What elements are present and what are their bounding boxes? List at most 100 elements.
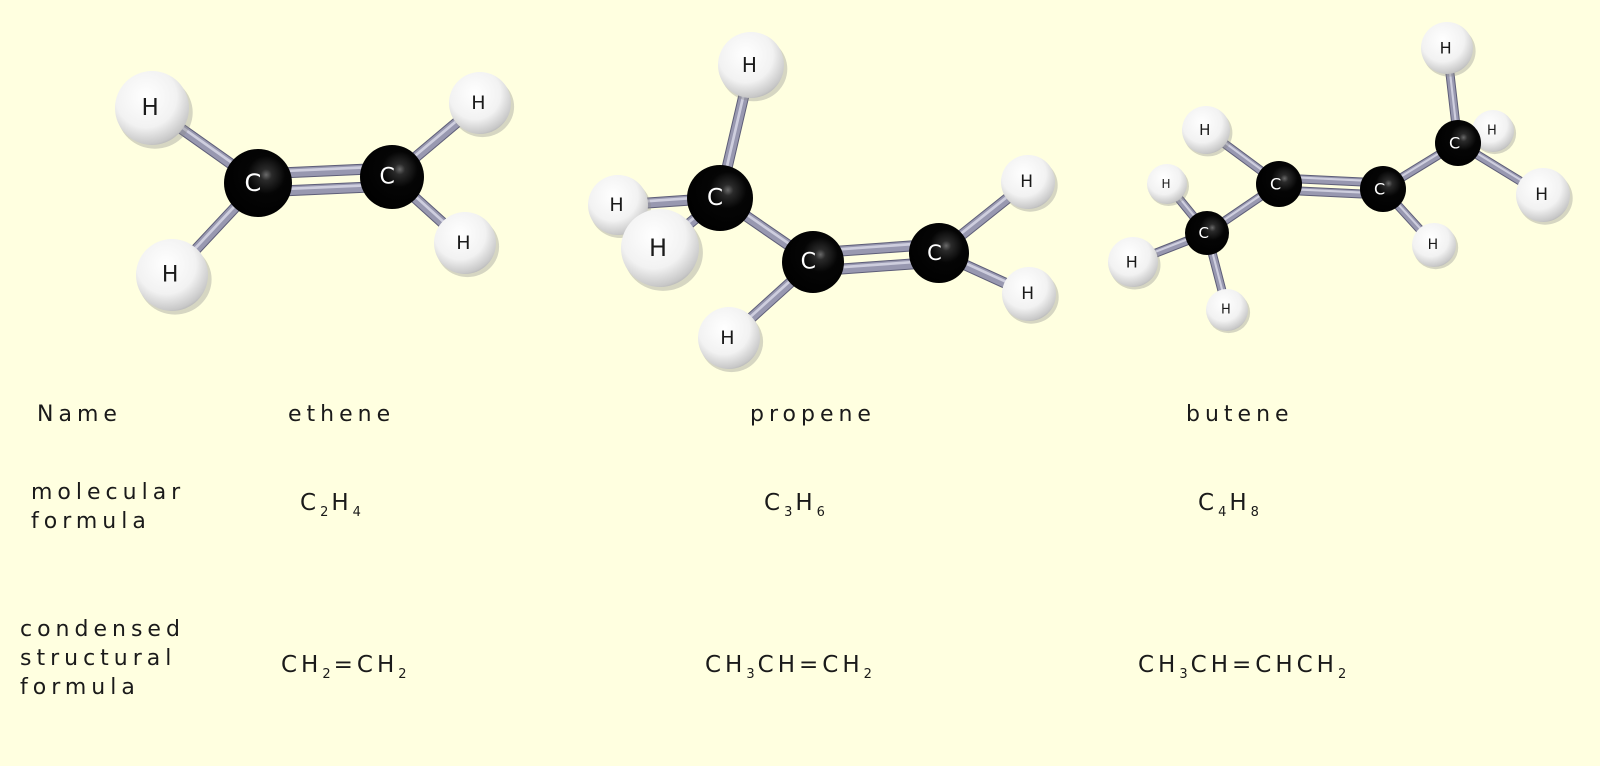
formula-text: C — [764, 490, 785, 516]
svg-text:H: H — [649, 234, 667, 262]
formula-text: CH — [281, 652, 323, 678]
formula-subscript: 2 — [1337, 667, 1350, 682]
formula-subscript: 3 — [784, 505, 796, 520]
svg-text:H: H — [1020, 172, 1033, 192]
carbon-atom: C — [687, 165, 753, 231]
svg-text:H: H — [456, 232, 470, 254]
svg-text:H: H — [1440, 39, 1452, 58]
svg-text:H: H — [1161, 177, 1170, 191]
row-label-molecular-formula: molecular formula — [31, 478, 185, 536]
formula-subscript: 3 — [746, 667, 758, 682]
row-label-line: condensed — [20, 617, 185, 642]
formula-subscript: 4 — [1218, 505, 1230, 520]
formula-subscript: 2 — [863, 667, 875, 682]
carbon-atom: C — [1256, 161, 1302, 207]
row-label-line: structural — [20, 646, 177, 671]
molecule-name-butene: butene — [1186, 402, 1294, 427]
carbon-atom: C — [1435, 120, 1481, 166]
hydrogen-atom: H — [1472, 110, 1517, 155]
svg-text:H: H — [1535, 185, 1548, 205]
molecule-name-ethene: ethene — [288, 402, 396, 427]
formula-subscript: 6 — [816, 505, 828, 520]
formula-subscript: 3 — [1179, 667, 1191, 682]
svg-text:C: C — [380, 165, 395, 190]
svg-text:C: C — [245, 169, 262, 197]
hydrogen-atom: H — [621, 209, 703, 291]
formula-text: CH — [1138, 652, 1180, 678]
formula-subscript: 8 — [1250, 505, 1262, 520]
row-label-line: formula — [31, 509, 151, 534]
bonds — [1128, 43, 1548, 315]
row-label-condensed-structural-formula: condensed structural formula — [20, 615, 185, 702]
svg-text:H: H — [1487, 124, 1497, 139]
formula-subscript: 2 — [398, 667, 410, 682]
row-label-line: molecular — [31, 480, 186, 505]
hydrogen-atom: H — [1182, 106, 1233, 157]
svg-text:C: C — [1270, 175, 1281, 194]
svg-text:H: H — [471, 92, 485, 114]
formula-text: CH=CHCH — [1190, 652, 1338, 678]
propene-molecule-model: H H H H H H C C C — [588, 32, 1059, 373]
formula-subscript: 4 — [352, 505, 364, 520]
formula-text: C — [1198, 490, 1219, 516]
bonds — [612, 59, 1035, 344]
hydrogen-atom: H — [1516, 168, 1573, 225]
carbon-atom: C — [224, 149, 292, 217]
hydrogen-atom: H — [1421, 22, 1476, 77]
hydrogen-atom: H — [1001, 155, 1058, 212]
svg-text:H: H — [1021, 284, 1034, 304]
svg-text:C: C — [927, 241, 942, 265]
hydrogen-atom: H — [1206, 289, 1251, 334]
svg-text:H: H — [720, 327, 734, 349]
carbon-atom: C — [360, 145, 424, 209]
hydrogen-atom: H — [698, 307, 764, 373]
formula-subscript: 2 — [322, 667, 334, 682]
hydrogen-atom: H — [434, 212, 500, 278]
carbon-atom: C — [1360, 166, 1406, 212]
hydrogen-atom: H — [1412, 223, 1459, 270]
svg-text:H: H — [742, 53, 757, 77]
hydrogen-atom: H — [1147, 164, 1189, 206]
hydrogen-atom: H — [718, 32, 788, 102]
svg-text:H: H — [1428, 237, 1439, 253]
molecular-formula-ethene: C2H4 — [300, 490, 364, 519]
svg-text:H: H — [162, 263, 179, 288]
formula-text: H — [331, 490, 353, 516]
carbon-atom: C — [909, 223, 969, 283]
svg-text:H: H — [609, 194, 623, 216]
hydrogen-atom: H — [1002, 267, 1059, 324]
condensed-formula-butene: CH3CH=CHCH2 — [1138, 652, 1349, 681]
svg-text:C: C — [707, 185, 723, 211]
molecular-formula-propene: C3H6 — [764, 490, 828, 519]
svg-text:H: H — [1221, 303, 1231, 318]
formula-text: =CH — [333, 652, 399, 678]
row-label-name: Name — [37, 402, 122, 427]
svg-text:C: C — [1374, 180, 1385, 199]
formula-text: H — [1229, 490, 1251, 516]
formula-subscript: 2 — [320, 505, 332, 520]
row-label-line: formula — [20, 675, 140, 700]
carbon-atom: C — [782, 231, 844, 293]
molecule-name-propene: propene — [750, 402, 876, 427]
hydrogen-atom: H — [115, 71, 193, 149]
butene-molecule-model: H H H H H H H H C C C C — [1108, 22, 1573, 334]
formula-text: H — [795, 490, 817, 516]
svg-text:H: H — [1199, 121, 1210, 139]
hydrogen-atom: H — [136, 239, 212, 315]
hydrogen-atom: H — [449, 72, 515, 138]
molecular-formula-butene: C4H8 — [1198, 490, 1262, 519]
hydrogen-atom: H — [1108, 237, 1161, 290]
svg-text:H: H — [142, 95, 159, 121]
formula-text: C — [300, 490, 321, 516]
formula-text: CH=CH — [757, 652, 864, 678]
carbon-atom: C — [1185, 211, 1229, 255]
bonds — [146, 97, 486, 281]
condensed-formula-propene: CH3CH=CH2 — [705, 652, 875, 681]
svg-text:H: H — [1126, 253, 1138, 272]
svg-text:C: C — [1449, 134, 1460, 153]
ethene-molecule-model: H H H H C C — [115, 71, 515, 315]
formula-text: CH — [705, 652, 747, 678]
condensed-formula-ethene: CH2=CH2 — [281, 652, 410, 681]
svg-text:C: C — [801, 250, 816, 275]
